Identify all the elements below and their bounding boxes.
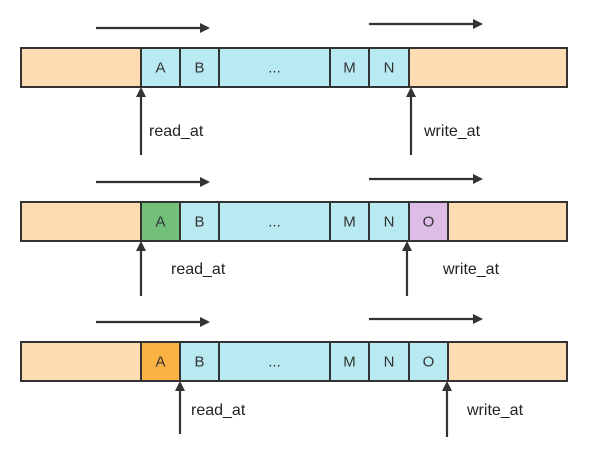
buffer-cell-n [368, 201, 410, 242]
buffer-cell-m [329, 47, 370, 88]
write-at-label: write_at [423, 123, 481, 140]
read-at-label: read_at [149, 123, 204, 140]
buffer-cell-m [329, 201, 370, 242]
write-at-label: write_at [442, 261, 500, 278]
buffer-cell-n [368, 341, 410, 382]
empty-slot [20, 341, 142, 382]
cell-label: ... [268, 60, 281, 77]
buffer-cell-ellipsis [218, 47, 331, 88]
empty-slot [447, 341, 568, 382]
buffer-cell-ellipsis [218, 201, 331, 242]
cell-label: B [194, 214, 204, 231]
empty-slot [408, 47, 568, 88]
empty-slot [20, 201, 142, 242]
cell-label: ... [268, 214, 281, 231]
read-at-label: read_at [171, 261, 226, 278]
empty-slot [20, 47, 142, 88]
buffer-cell-a [140, 201, 181, 242]
buffer-cell-o [408, 201, 449, 242]
cell-label: M [343, 60, 356, 77]
buffer-cell-o [408, 341, 449, 382]
cell-label: N [384, 354, 395, 371]
cell-label: N [384, 214, 395, 231]
cell-label: M [343, 214, 356, 231]
cell-label: B [194, 354, 204, 371]
cell-label: O [423, 354, 435, 371]
cell-label: ... [268, 354, 281, 371]
cell-label: A [155, 60, 165, 77]
empty-slot [447, 201, 568, 242]
cell-label: A [155, 354, 165, 371]
cell-label: B [194, 60, 204, 77]
cell-label: M [343, 354, 356, 371]
write-at-label: write_at [466, 402, 524, 419]
cell-label: N [384, 60, 395, 77]
cell-label: A [155, 214, 165, 231]
buffer-cell-m [329, 341, 370, 382]
buffer-cell-ellipsis [218, 341, 331, 382]
read-at-label: read_at [191, 402, 246, 419]
cell-label: O [423, 214, 435, 231]
